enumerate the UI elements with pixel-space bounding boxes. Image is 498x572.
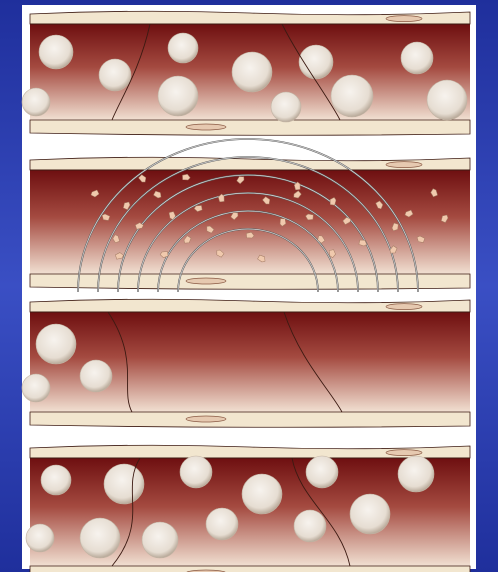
vessel-bottom-wall <box>30 412 470 427</box>
blood-cell <box>22 88 50 116</box>
blood-cell <box>401 42 433 74</box>
blood-cell <box>36 324 76 364</box>
panel-2 <box>30 139 470 292</box>
endothelial-nucleus <box>386 16 422 22</box>
endothelial-nucleus <box>186 416 226 422</box>
blood-cell <box>206 508 238 540</box>
blood-cell <box>271 92 301 122</box>
blood-cell <box>80 518 120 558</box>
blood-cell <box>398 456 434 492</box>
blood-cell <box>331 75 373 117</box>
blood-cell <box>180 456 212 488</box>
endothelial-nucleus <box>186 124 226 130</box>
endothelial-nucleus <box>386 162 422 168</box>
blood-cell <box>350 494 390 534</box>
blood-cell <box>306 456 338 488</box>
vessel-bottom-wall <box>30 274 470 289</box>
blood-cell <box>427 80 467 120</box>
blood-cell <box>80 360 112 392</box>
blood-cell <box>168 33 198 63</box>
blood-cell <box>104 464 144 504</box>
blood-cell <box>99 59 131 91</box>
vessel-bottom-wall <box>30 120 470 135</box>
blood-cell <box>39 35 73 69</box>
endothelial-nucleus <box>186 278 226 284</box>
blood-cell <box>294 510 326 542</box>
blood-cell <box>232 52 272 92</box>
blood-cell <box>158 76 198 116</box>
vessel-bottom-wall <box>30 566 470 572</box>
blood-cell <box>142 522 178 558</box>
endothelial-nucleus <box>386 304 422 310</box>
blood-cell <box>22 374 50 402</box>
panel-1 <box>22 11 470 135</box>
blood-cell <box>41 465 71 495</box>
panel-4 <box>26 445 470 572</box>
blood-cell <box>26 524 54 552</box>
endothelial-nucleus <box>386 450 422 456</box>
blood-cell <box>242 474 282 514</box>
panel-3 <box>22 299 470 427</box>
